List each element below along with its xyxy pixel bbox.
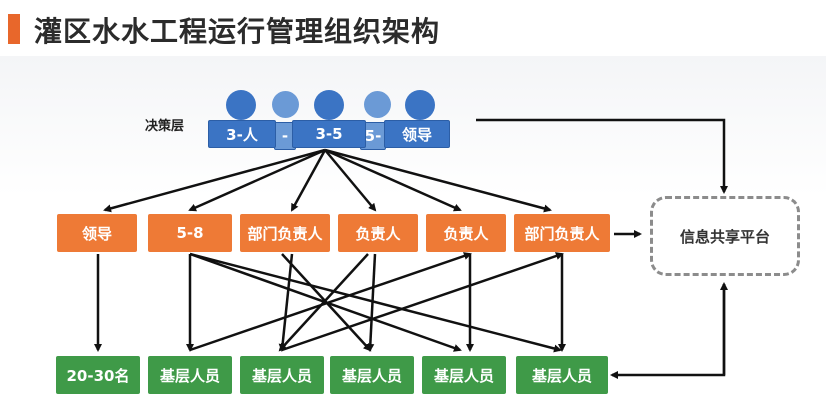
person-icon — [314, 90, 344, 120]
page-title: 灌区水水工程运行管理组织架构 — [34, 15, 441, 48]
info-sharing-platform: 信息共享平台 — [650, 196, 800, 276]
staff-box: 基层人员 — [240, 356, 324, 394]
staff-box: 基层人员 — [148, 356, 232, 394]
staff-box: 20-30名 — [56, 356, 140, 394]
middle-box: 部门负责人 — [514, 214, 610, 252]
middle-box: 负责人 — [426, 214, 506, 252]
staff-box: 基层人员 — [516, 356, 608, 394]
person-icon — [405, 90, 435, 120]
title-accent-bar — [8, 14, 20, 44]
decision-box: 3-5 — [292, 120, 366, 148]
decision-box: 3-人 — [208, 120, 276, 148]
decision-box: 领导 — [384, 120, 450, 148]
person-icon — [364, 91, 391, 118]
middle-box: 领导 — [57, 214, 137, 252]
person-icon — [272, 91, 299, 118]
middle-box: 负责人 — [338, 214, 418, 252]
person-icon — [226, 90, 256, 120]
middle-box: 5-8 — [148, 214, 232, 252]
decision-layer-label: 决策层 — [145, 119, 185, 134]
staff-box: 基层人员 — [330, 356, 414, 394]
staff-box: 基层人员 — [422, 356, 506, 394]
middle-box: 部门负责人 — [240, 214, 330, 252]
